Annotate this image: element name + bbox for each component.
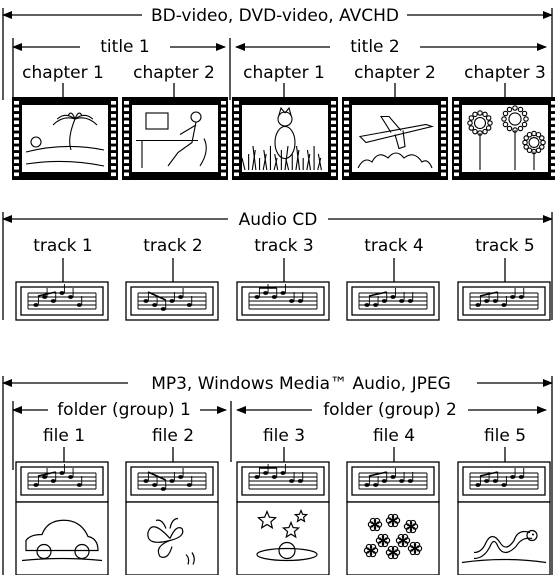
film-frame: [232, 97, 338, 180]
file-boxes: [16, 462, 550, 575]
chapter-label: chapter 1: [243, 63, 325, 83]
folder-2-label: folder (group) 2: [323, 400, 457, 420]
track-label: track 2: [143, 236, 202, 256]
file-box: [237, 462, 329, 575]
file-label: file 1: [43, 426, 85, 446]
audio-cd-section: Audio CD track 1 track 2 track 3 track 4…: [3, 207, 552, 320]
chapter-label: chapter 1: [22, 63, 104, 83]
file-label: file 3: [263, 426, 305, 446]
file-box: [458, 462, 550, 575]
track-box: [16, 282, 108, 320]
files-section: MP3, Windows Media™ Audio, JPEG folder (…: [3, 372, 552, 575]
film-frame: [342, 97, 448, 180]
film-frame: [452, 97, 555, 180]
chapter-label: chapter 2: [354, 63, 436, 83]
track-boxes: [16, 282, 550, 320]
video-section: BD-video, DVD-video, AVCHD title 1 title…: [3, 2, 555, 180]
folder-1-label: folder (group) 1: [57, 400, 191, 420]
track-box: [126, 282, 218, 320]
files-header: MP3, Windows Media™ Audio, JPEG: [151, 374, 451, 394]
file-box: [126, 462, 218, 575]
track-box: [458, 282, 550, 320]
film-frame: [122, 97, 228, 180]
track-label: track 1: [33, 236, 92, 256]
track-label: track 4: [364, 236, 423, 256]
title-2-label: title 2: [350, 37, 399, 57]
audio-cd-header: Audio CD: [239, 210, 318, 230]
title-1-label: title 1: [100, 37, 149, 57]
film-frame: [12, 97, 118, 180]
file-label: file 4: [373, 426, 415, 446]
chapter-label: chapter 3: [464, 63, 546, 83]
file-box: [16, 462, 108, 575]
file-box: [347, 462, 439, 575]
file-label: file 5: [484, 426, 526, 446]
film-strip: [12, 97, 555, 180]
chapter-label: chapter 2: [133, 63, 215, 83]
track-box: [347, 282, 439, 320]
video-header: BD-video, DVD-video, AVCHD: [151, 6, 399, 26]
track-box: [237, 282, 329, 320]
track-label: track 3: [254, 236, 313, 256]
file-label: file 2: [152, 426, 194, 446]
track-label: track 5: [475, 236, 534, 256]
